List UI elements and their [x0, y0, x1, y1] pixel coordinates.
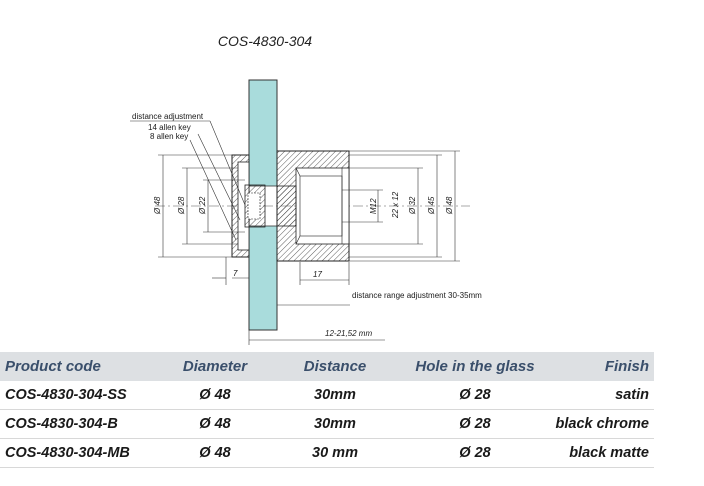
dim-m12: M12 [369, 198, 378, 214]
dim-thread: 22 x 12 [391, 191, 400, 219]
cell-finish: satin [550, 381, 654, 410]
cell-product-code: COS-4830-304-MB [0, 438, 160, 468]
drawing-title: COS-4830-304 [217, 33, 313, 49]
table-row: COS-4830-304-B Ø 48 30mm Ø 28 black chro… [0, 409, 654, 439]
dim-seventeen: 17 [313, 270, 322, 279]
cell-hole: Ø 28 [400, 381, 550, 410]
header-diameter: Diameter [160, 352, 270, 381]
table-row: COS-4830-304-SS Ø 48 30mm Ø 28 satin [0, 381, 654, 410]
callout-distance-adjustment: distance adjustment [132, 112, 204, 121]
header-distance: Distance [270, 352, 400, 381]
dim-right-d32: Ø 32 [408, 196, 417, 215]
dim-left-d48: Ø 48 [153, 196, 162, 215]
callout-14-allen-key: 14 allen key [148, 123, 191, 132]
dim-seven: 7 [233, 269, 238, 278]
table-header-row: Product code Diameter Distance Hole in t… [0, 352, 654, 381]
header-hole: Hole in the glass [400, 352, 550, 381]
callout-8-allen-key: 8 allen key [150, 132, 188, 141]
cell-finish: black matte [550, 438, 654, 468]
dim-right-d48: Ø 48 [445, 196, 454, 215]
cell-diameter: Ø 48 [160, 438, 270, 468]
product-table: Product code Diameter Distance Hole in t… [0, 352, 654, 468]
dim-range-note: distance range adjustment 30-35mm [352, 291, 482, 300]
header-finish: Finish [550, 352, 654, 381]
cell-product-code: COS-4830-304-B [0, 409, 160, 439]
dim-left-d28: Ø 28 [177, 196, 186, 215]
cell-distance: 30mm [270, 381, 400, 410]
cell-diameter: Ø 48 [160, 409, 270, 439]
cell-finish: black chrome [550, 409, 654, 439]
right-body [276, 150, 350, 262]
header-product-code: Product code [0, 352, 160, 381]
cell-product-code: COS-4830-304-SS [0, 381, 160, 410]
dim-right-d45: Ø 45 [427, 196, 436, 215]
left-cap [231, 154, 266, 258]
cell-hole: Ø 28 [400, 438, 550, 468]
table-row: COS-4830-304-MB Ø 48 30 mm Ø 28 black ma… [0, 438, 654, 468]
cell-distance: 30mm [270, 409, 400, 439]
dim-left-d22: Ø 22 [198, 196, 207, 215]
cell-diameter: Ø 48 [160, 381, 270, 410]
cell-hole: Ø 28 [400, 409, 550, 439]
technical-drawing: distance adjustment 14 allen key 8 allen… [130, 79, 482, 345]
dim-span: 12-21,52 mm [325, 329, 372, 338]
cell-distance: 30 mm [270, 438, 400, 468]
